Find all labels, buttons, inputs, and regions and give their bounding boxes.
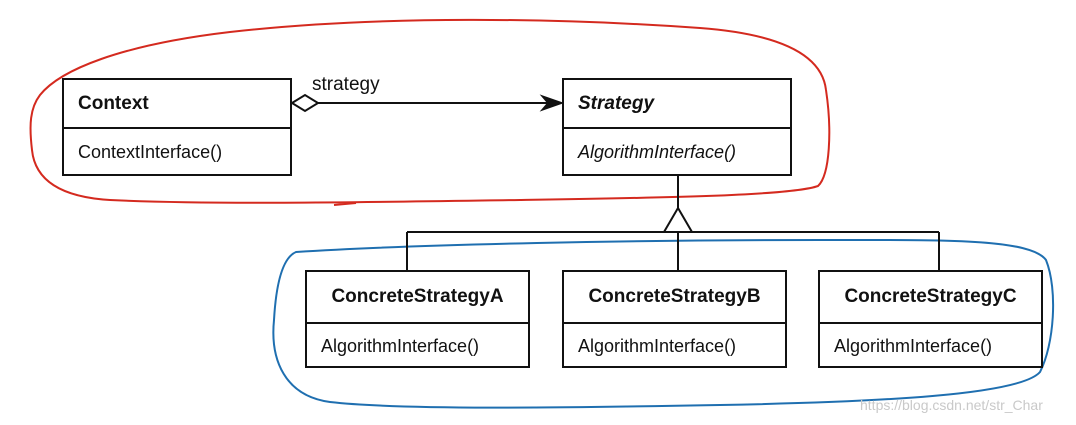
concrete-strategy-a-name: ConcreteStrategyA [307,272,528,324]
strategy-class-operation: AlgorithmInterface() [578,142,737,162]
red-annotation-tick [333,202,357,206]
red-annotation-outline [29,18,831,204]
strategy-class: Strategy AlgorithmInterface() [562,78,792,176]
concrete-strategy-b-class: ConcreteStrategyB AlgorithmInterface() [562,270,787,368]
concrete-strategy-c-operation: AlgorithmInterface() [834,335,993,356]
association-label: strategy [312,74,380,95]
concrete-strategy-b-operation: AlgorithmInterface() [578,335,737,356]
concrete-strategy-a-class: ConcreteStrategyA AlgorithmInterface() [305,270,530,368]
association-arrowhead [539,94,565,112]
blue-annotation-outline [272,238,1055,409]
context-class-name: Context [64,80,290,129]
context-class: Context ContextInterface() [62,78,292,176]
concrete-strategy-a-operation: AlgorithmInterface() [321,335,480,356]
inheritance-triangle [662,206,694,233]
concrete-strategy-c-name: ConcreteStrategyC [820,272,1041,324]
strategy-class-name: Strategy [564,80,790,129]
concrete-strategy-b-name: ConcreteStrategyB [564,272,785,324]
context-class-operation: ContextInterface() [78,142,223,162]
concrete-strategy-c-class: ConcreteStrategyC AlgorithmInterface() [818,270,1043,368]
aggregation-diamond [290,93,320,113]
watermark: https://blog.csdn.net/str_Char [860,397,1043,413]
